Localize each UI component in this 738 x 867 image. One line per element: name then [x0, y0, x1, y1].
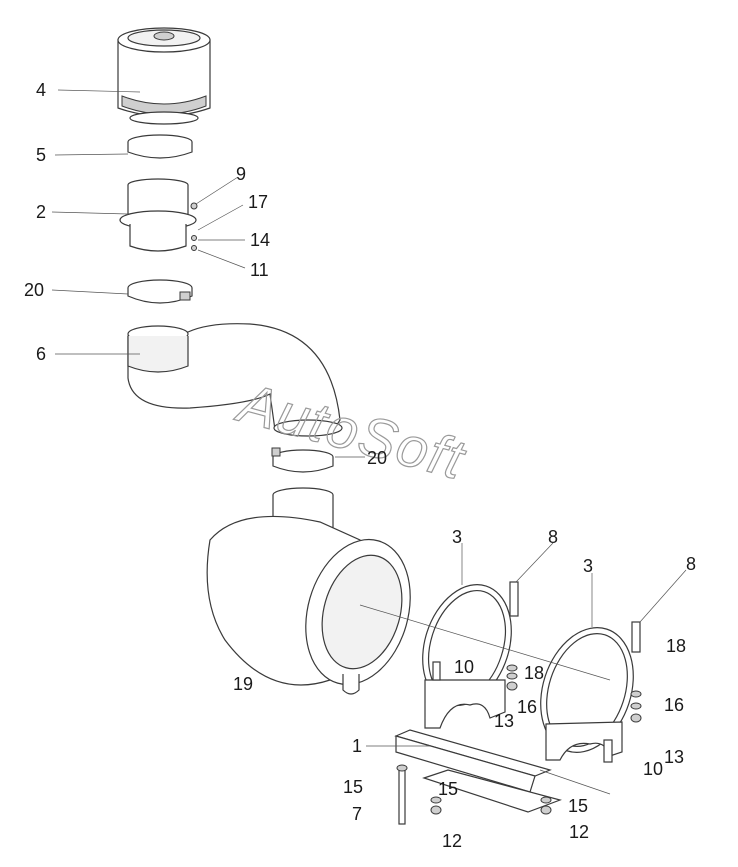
part-6-elbow-hose	[127, 323, 343, 437]
callout-13-right: 13	[664, 747, 684, 767]
fasteners	[396, 581, 642, 825]
callout-15-bolt: 15	[343, 777, 363, 797]
callout-10-right: 10	[643, 759, 663, 779]
part-3-strap-right	[540, 627, 634, 761]
callout-2: 2	[36, 202, 46, 222]
callout-18-right: 18	[666, 636, 686, 656]
callout-4: 4	[36, 80, 46, 100]
callout-10-left: 10	[454, 657, 474, 677]
callout-16-right: 16	[664, 695, 684, 715]
callout-8-left: 8	[548, 527, 558, 547]
callout-18-left: 18	[524, 663, 544, 683]
part-2-inlet-adapter	[119, 178, 198, 252]
callout-3-right: 3	[583, 556, 593, 576]
callout-8-right: 8	[686, 554, 696, 574]
callout-7: 7	[352, 804, 362, 824]
callout-6: 6	[36, 344, 46, 364]
leader-lines	[51, 89, 687, 795]
callout-13-left: 13	[494, 711, 514, 731]
callout-1: 1	[352, 736, 362, 756]
callout-14: 14	[250, 230, 270, 250]
callout-15-mid: 15	[438, 779, 458, 799]
callout-12-left: 12	[442, 831, 462, 851]
callout-12-right: 12	[569, 822, 589, 842]
part-4-precleaner-cap	[117, 27, 211, 125]
part-5-band	[127, 134, 193, 159]
callout-labels: 4 5 9 2 17 14 11 20 6 20 3 8 3 8 10 18 1…	[24, 80, 696, 851]
callout-16-left: 16	[517, 697, 537, 717]
callout-20-lower: 20	[367, 448, 387, 468]
callout-20-upper: 20	[24, 280, 44, 300]
part-1-base-bracket	[394, 729, 562, 813]
part-20-clamp-upper	[127, 279, 193, 304]
watermark: AutoSoft	[230, 370, 473, 491]
callout-3-left: 3	[452, 527, 462, 547]
part-3-strap-left	[422, 584, 512, 729]
callout-9: 9	[236, 164, 246, 184]
part-20-clamp-lower	[271, 447, 334, 473]
part-19-air-cleaner-housing	[206, 487, 411, 695]
callout-15-right: 15	[568, 796, 588, 816]
callout-11: 11	[250, 260, 269, 280]
callout-19: 19	[233, 674, 253, 694]
callout-17: 17	[248, 192, 268, 212]
callout-5: 5	[36, 145, 46, 165]
